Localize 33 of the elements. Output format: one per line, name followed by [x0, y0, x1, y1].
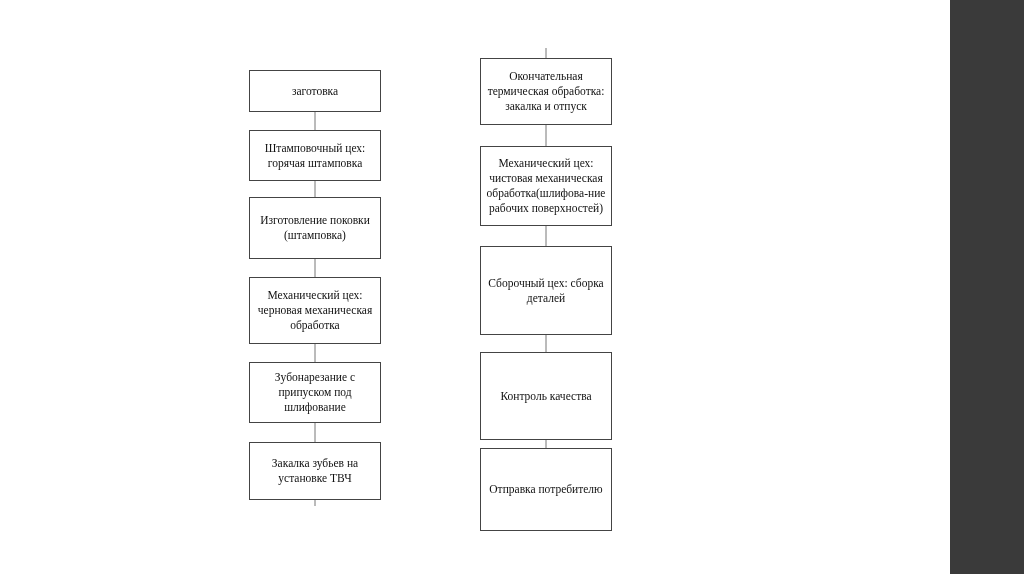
- box-text: Отправка потребителю: [489, 482, 603, 497]
- process-box: [249, 197, 381, 259]
- process-box: [249, 277, 381, 344]
- connector-line: [314, 343, 316, 363]
- box-text: Механический цех: черновая механическая обработка: [256, 288, 374, 333]
- process-box: [480, 146, 612, 226]
- process-box: [249, 362, 381, 423]
- process-box: [249, 442, 381, 500]
- box-text: Сборочный цех: сборка деталей: [487, 275, 605, 306]
- connector-line: [314, 180, 316, 198]
- box-text: Зубонарезание с припуском под шлифование: [273, 370, 357, 415]
- connector-line: [545, 47, 547, 59]
- box-text: Штамповочный цех: горячая штамповка: [263, 140, 367, 171]
- box-text: Контроль качества: [500, 388, 592, 404]
- process-box: [480, 352, 612, 440]
- connector-line: [314, 111, 316, 131]
- process-box: [249, 130, 381, 181]
- process-box: [249, 70, 381, 112]
- connector-line: [545, 124, 547, 147]
- process-box: [480, 448, 612, 531]
- box-text: Изготовление поковки (штамповка): [259, 213, 371, 243]
- process-box: [480, 58, 612, 125]
- box-text: Закалка зубьев на установке ТВЧ: [270, 456, 360, 486]
- connector-line: [545, 439, 547, 449]
- connector-line: [545, 225, 547, 247]
- connector-line: [314, 422, 316, 443]
- process-box: [480, 246, 612, 335]
- box-text: Окончательная термическая обработка: закалка и отпуск: [486, 69, 606, 114]
- connector-line: [314, 499, 316, 507]
- connector-line: [545, 334, 547, 353]
- box-text: Механический цех: чистовая механическая обработка(шлифова-ние рабочих поверхностей): [485, 156, 607, 216]
- box-text: заготовка: [291, 83, 339, 99]
- connector-line: [314, 258, 316, 278]
